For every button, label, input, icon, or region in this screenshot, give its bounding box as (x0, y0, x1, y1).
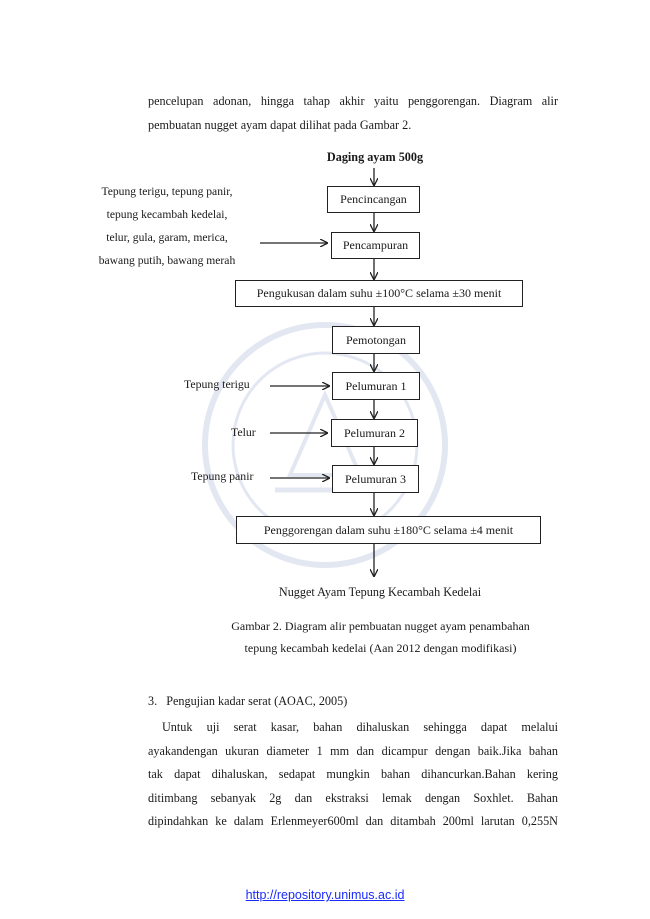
ingredient-line-2: tepung kecambah kedelai, (106, 208, 228, 221)
input-tepung-panir: Tepung panir (191, 469, 254, 483)
repository-link[interactable]: http://repository.unimus.ac.id (245, 888, 405, 902)
body-line-1: Untuk uji serat kasar, bahan dihaluskan … (162, 720, 558, 734)
flow-start-label: Daging ayam 500g (326, 150, 424, 164)
body-paragraph: Untuk uji serat kasar, bahan dihaluskan … (148, 716, 558, 834)
body-line-4: ditimbang sebanyak 2g dan ekstraksi lema… (148, 790, 558, 805)
section-heading: 3. Pengujian kadar serat (AOAC, 2005) (148, 694, 347, 709)
step-pengukusan-box: Pengukusan dalam suhu ±100°C selama ±30 … (235, 280, 523, 307)
step-penggorengan-box: Penggorengan dalam suhu ±180°C selama ±4… (236, 516, 541, 544)
intro-paragraph: pencelupan adonan, hingga tahap akhir ya… (148, 90, 558, 137)
step-pelumuran-1-box: Pelumuran 1 (332, 372, 420, 400)
ingredient-list: Tepung terigu, tepung panir, tepung keca… (78, 180, 256, 272)
figure-caption: Gambar 2. Diagram alir pembuatan nugget … (148, 615, 613, 659)
input-telur: Telur (231, 425, 256, 439)
ingredient-line-4: bawang putih, bawang merah (98, 254, 236, 267)
step-pelumuran-3-box: Pelumuran 3 (332, 465, 419, 493)
caption-line-2: tepung kecambah kedelai (Aan 2012 dengan… (244, 641, 517, 655)
section-title: Pengujian kadar serat (AOAC, 2005) (166, 694, 348, 708)
step-pemotongan-box: Pemotongan (332, 326, 420, 354)
intro-line-1: pencelupan adonan, hingga tahap akhir ya… (148, 94, 558, 108)
ingredient-line-1: Tepung terigu, tepung panir, (101, 185, 233, 198)
input-tepung-terigu: Tepung terigu (184, 377, 250, 391)
intro-line-2: pembuatan nugget ayam dapat dilihat pada… (148, 117, 412, 132)
ingredient-line-3: telur, gula, garam, merica, (106, 231, 228, 244)
caption-line-1: Gambar 2. Diagram alir pembuatan nugget … (231, 619, 530, 633)
step-pelumuran-2-box: Pelumuran 2 (331, 419, 418, 447)
step-pencincangan-box: Pencincangan (327, 186, 420, 213)
flow-end-label: Nugget Ayam Tepung Kecambah Kedelai (278, 585, 482, 599)
body-line-5: dipindahkan ke dalam Erlenmeyer600ml dan… (148, 814, 558, 828)
step-pencampuran-box: Pencampuran (331, 232, 420, 259)
section-number: 3. (148, 694, 158, 708)
body-line-3: tak dapat dihaluskan, sedapat mungkin ba… (148, 767, 558, 781)
body-line-2: ayakandengan ukuran diameter 1 mm dan di… (148, 743, 558, 758)
